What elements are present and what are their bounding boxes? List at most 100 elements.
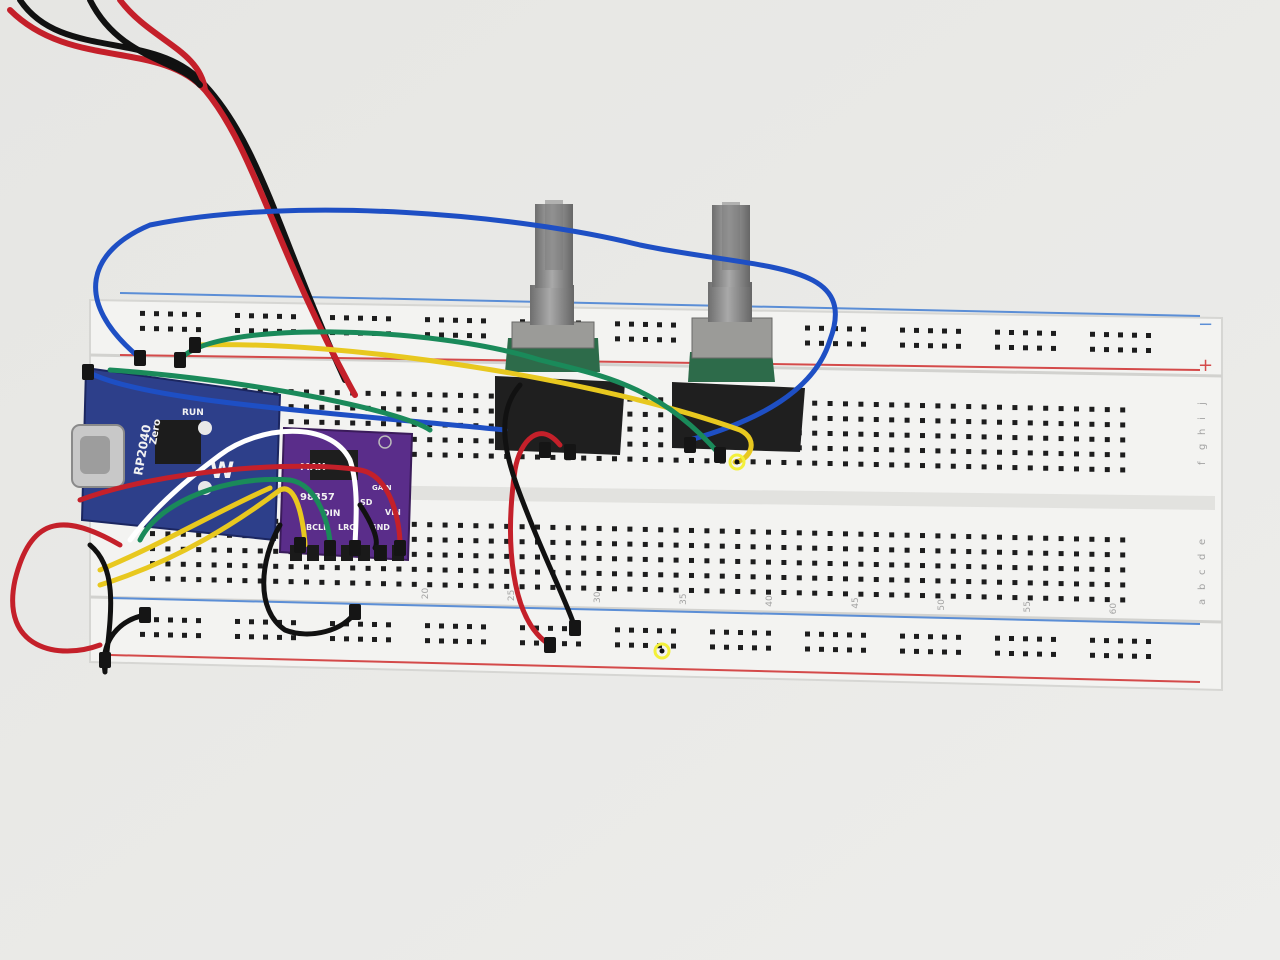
hole — [504, 583, 510, 589]
rail-hole — [439, 332, 444, 338]
hole — [488, 408, 494, 414]
hole — [227, 577, 232, 583]
hole — [427, 437, 433, 443]
hole — [612, 526, 617, 532]
hole — [1074, 406, 1079, 412]
rail-hole — [467, 624, 472, 630]
hole — [781, 574, 787, 580]
hole — [473, 538, 479, 544]
rail-hole — [847, 326, 852, 332]
rail-hole — [1009, 635, 1014, 641]
hole — [904, 577, 910, 583]
hole — [920, 418, 925, 424]
hole — [242, 563, 248, 569]
hole — [1027, 535, 1033, 541]
rail-hole — [615, 336, 620, 342]
hole — [1120, 597, 1126, 603]
rail-divider-top — [89, 353, 1223, 378]
rail-hole — [805, 325, 810, 331]
hole — [427, 407, 433, 413]
rail-hole — [168, 632, 173, 638]
rail-hole — [1037, 330, 1042, 336]
hole — [966, 549, 972, 555]
hole — [1089, 421, 1095, 427]
row-letter: f — [1197, 461, 1208, 465]
hole — [550, 584, 556, 590]
hole — [935, 548, 941, 554]
hole — [1089, 581, 1095, 587]
rail-hole — [534, 625, 539, 631]
rail-line-top-red — [119, 354, 1201, 371]
hole — [1043, 580, 1049, 586]
encoder-2-flat — [722, 202, 740, 270]
wire-power-red-2 — [117, 0, 208, 93]
wire-end-cap — [189, 337, 201, 353]
hole — [612, 541, 617, 547]
hole — [519, 554, 525, 560]
hole — [719, 543, 725, 549]
hole — [488, 423, 494, 429]
rail-hole — [1023, 651, 1028, 657]
hole — [997, 464, 1002, 470]
rail-hole — [1118, 653, 1123, 659]
rail-hole — [1023, 636, 1028, 642]
rail-hole — [425, 638, 430, 644]
rail-hole — [386, 316, 391, 322]
rail-hole — [263, 328, 268, 334]
rail-hole — [425, 623, 430, 629]
hole — [843, 561, 848, 567]
hole — [673, 572, 679, 578]
hole — [935, 403, 941, 409]
hole — [904, 562, 910, 568]
hole — [1058, 536, 1064, 542]
hole — [827, 546, 833, 552]
hole — [689, 457, 694, 463]
rail-hole — [358, 621, 363, 627]
hole — [257, 548, 263, 554]
hole — [365, 580, 371, 586]
rail-hole — [833, 647, 838, 653]
rail-hole — [168, 617, 173, 623]
hole — [458, 537, 463, 543]
hole — [627, 411, 633, 417]
hole — [781, 529, 787, 535]
hole — [627, 556, 633, 562]
hole — [642, 411, 648, 417]
hole — [304, 419, 309, 425]
hole — [873, 462, 879, 468]
rail-hole — [805, 340, 810, 346]
hole — [1074, 436, 1079, 442]
rail-hole — [520, 640, 525, 646]
hole — [750, 574, 756, 580]
encoder-1-flat — [545, 200, 563, 270]
hole — [565, 585, 571, 591]
rail-hole — [995, 635, 1000, 641]
hole — [196, 532, 202, 538]
hole — [519, 454, 525, 460]
hole — [997, 434, 1002, 440]
rail-hole — [629, 336, 634, 342]
hole — [427, 452, 433, 458]
hole — [1012, 580, 1018, 586]
hole — [812, 430, 818, 436]
column-label: 25 — [507, 590, 517, 601]
hole — [673, 587, 679, 593]
hole — [997, 404, 1002, 410]
hole — [812, 415, 818, 421]
hole — [411, 581, 417, 587]
rail-hole — [372, 636, 377, 642]
hole — [889, 592, 895, 598]
hole — [935, 418, 941, 424]
hole — [904, 417, 910, 423]
hole — [504, 568, 510, 574]
hole — [1089, 466, 1095, 472]
hole — [889, 447, 895, 453]
hole — [273, 578, 279, 584]
rail-hole — [425, 317, 430, 323]
amp-plus-terminal — [378, 435, 392, 449]
hole — [658, 412, 664, 418]
row-letter: h — [1197, 429, 1208, 435]
hole — [735, 588, 741, 594]
hole — [442, 567, 448, 573]
hole — [873, 547, 879, 553]
